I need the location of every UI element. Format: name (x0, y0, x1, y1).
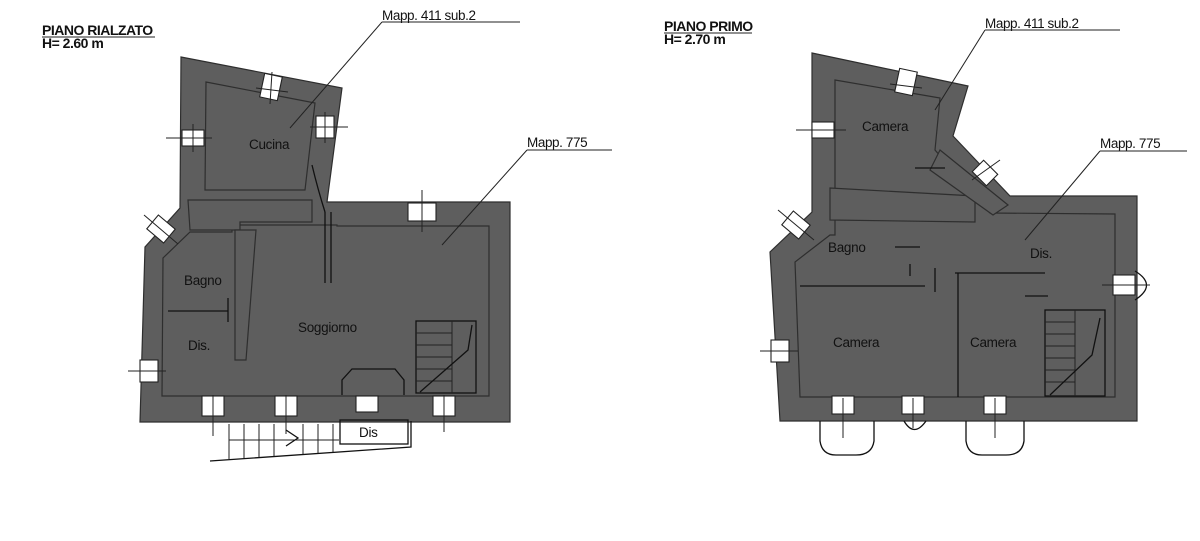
room-label-bagno: Bagno (184, 273, 222, 288)
leader-line (1024, 150, 1101, 241)
room-label-camera: Camera (833, 335, 880, 350)
entry-bay (339, 368, 409, 445)
room-label-soggiorno: Soggiorno (298, 320, 357, 335)
floor-height: H= 2.70 m (664, 31, 725, 47)
interior-wall-diagonal (929, 149, 1010, 216)
floor-height: H= 2.60 m (42, 35, 103, 51)
balconies (819, 398, 1025, 456)
door-arc (311, 164, 326, 213)
room-label-camera: Camera (862, 119, 909, 134)
leader-line (934, 29, 986, 111)
window-marks (128, 71, 456, 436)
interior-wall-diagonal (234, 229, 257, 361)
room-label-camera: Camera (970, 335, 1017, 350)
interior-wall (187, 199, 313, 231)
floor-plan-first: PIANO PRIMO H= 2.70 m (664, 16, 1187, 456)
wall-mass (769, 52, 1138, 422)
floor-title: PIANO PRIMO (664, 18, 753, 34)
room-label-bagno: Bagno (828, 240, 866, 255)
interior-wall (829, 187, 976, 223)
leader-line (289, 21, 383, 129)
room-label-cucina: Cucina (249, 137, 290, 152)
external-steps (209, 421, 412, 462)
room-label-dis: Dis. (188, 338, 210, 353)
interior-stair (415, 320, 477, 394)
leader-line (441, 149, 528, 246)
interior-stair (1044, 309, 1106, 397)
room-label-dis: Dis. (1030, 246, 1052, 261)
parcel-label: Mapp. 775 (527, 135, 587, 150)
parcel-label: Mapp. 411 sub.2 (382, 8, 476, 23)
room-label-dis-entry: Dis (359, 425, 378, 440)
floor-title: PIANO RIALZATO (42, 22, 153, 38)
floor-plan-ground: PIANO RIALZATO H= 2.60 m (42, 8, 612, 462)
parcel-label: Mapp. 411 sub.2 (985, 16, 1079, 31)
parcel-label: Mapp. 775 (1100, 136, 1160, 151)
